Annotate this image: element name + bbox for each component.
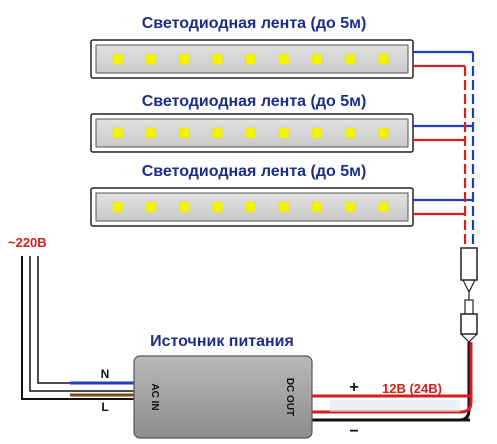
led-chip — [145, 127, 157, 139]
line-label: L — [101, 400, 108, 414]
led-chip — [179, 127, 190, 139]
led-chip — [378, 127, 389, 139]
connector — [460, 247, 478, 343]
led-chip — [179, 53, 190, 65]
strip-2-leds — [112, 127, 389, 139]
led-chip — [212, 201, 223, 213]
led-chip — [179, 201, 190, 213]
neutral-label: N — [101, 367, 110, 381]
led-chip — [145, 201, 157, 213]
led-chip — [378, 53, 389, 65]
led-chip — [245, 53, 257, 65]
led-strip-3 — [90, 187, 414, 227]
led-chip — [378, 201, 389, 213]
led-chip — [245, 127, 257, 139]
mains-voltage-label: ~220В — [8, 235, 47, 250]
led-chip — [311, 201, 323, 213]
led-chip — [245, 201, 257, 213]
psu-title: Источник питания — [150, 333, 294, 350]
led-strip-2 — [90, 113, 414, 153]
plus-sign: + — [349, 379, 358, 396]
led-chip — [278, 53, 290, 65]
led-chip — [112, 53, 124, 65]
strip-2-title: Светодиодная лента (до 5м) — [142, 93, 367, 110]
led-chip — [311, 53, 323, 65]
led-chip — [112, 127, 124, 139]
strip-3-leds — [112, 201, 389, 213]
output-cable — [312, 342, 473, 422]
output-voltage-label: 12В (24В) — [382, 381, 442, 396]
led-chip — [112, 201, 124, 213]
led-strip-1 — [90, 39, 414, 79]
psu-input-label: AC IN — [149, 383, 160, 410]
strip-1-title: Светодиодная лента (до 5м) — [142, 15, 367, 32]
led-chip — [311, 127, 323, 139]
led-chip — [345, 53, 356, 65]
strip-bus-wiring — [413, 50, 475, 248]
psu-output-label: DC OUT — [284, 378, 295, 416]
led-chip — [345, 127, 356, 139]
led-chip — [278, 201, 290, 213]
watermark-block — [330, 400, 460, 412]
power-supply — [133, 355, 313, 439]
strip-1-leds — [112, 53, 389, 65]
led-chip — [212, 127, 223, 139]
led-chip — [145, 53, 157, 65]
led-chip — [345, 201, 356, 213]
minus-sign: − — [349, 423, 358, 440]
led-chip — [212, 53, 223, 65]
mains-wiring — [21, 256, 134, 400]
strip-3-title: Светодиодная лента (до 5м) — [142, 163, 367, 180]
led-chip — [278, 127, 290, 139]
